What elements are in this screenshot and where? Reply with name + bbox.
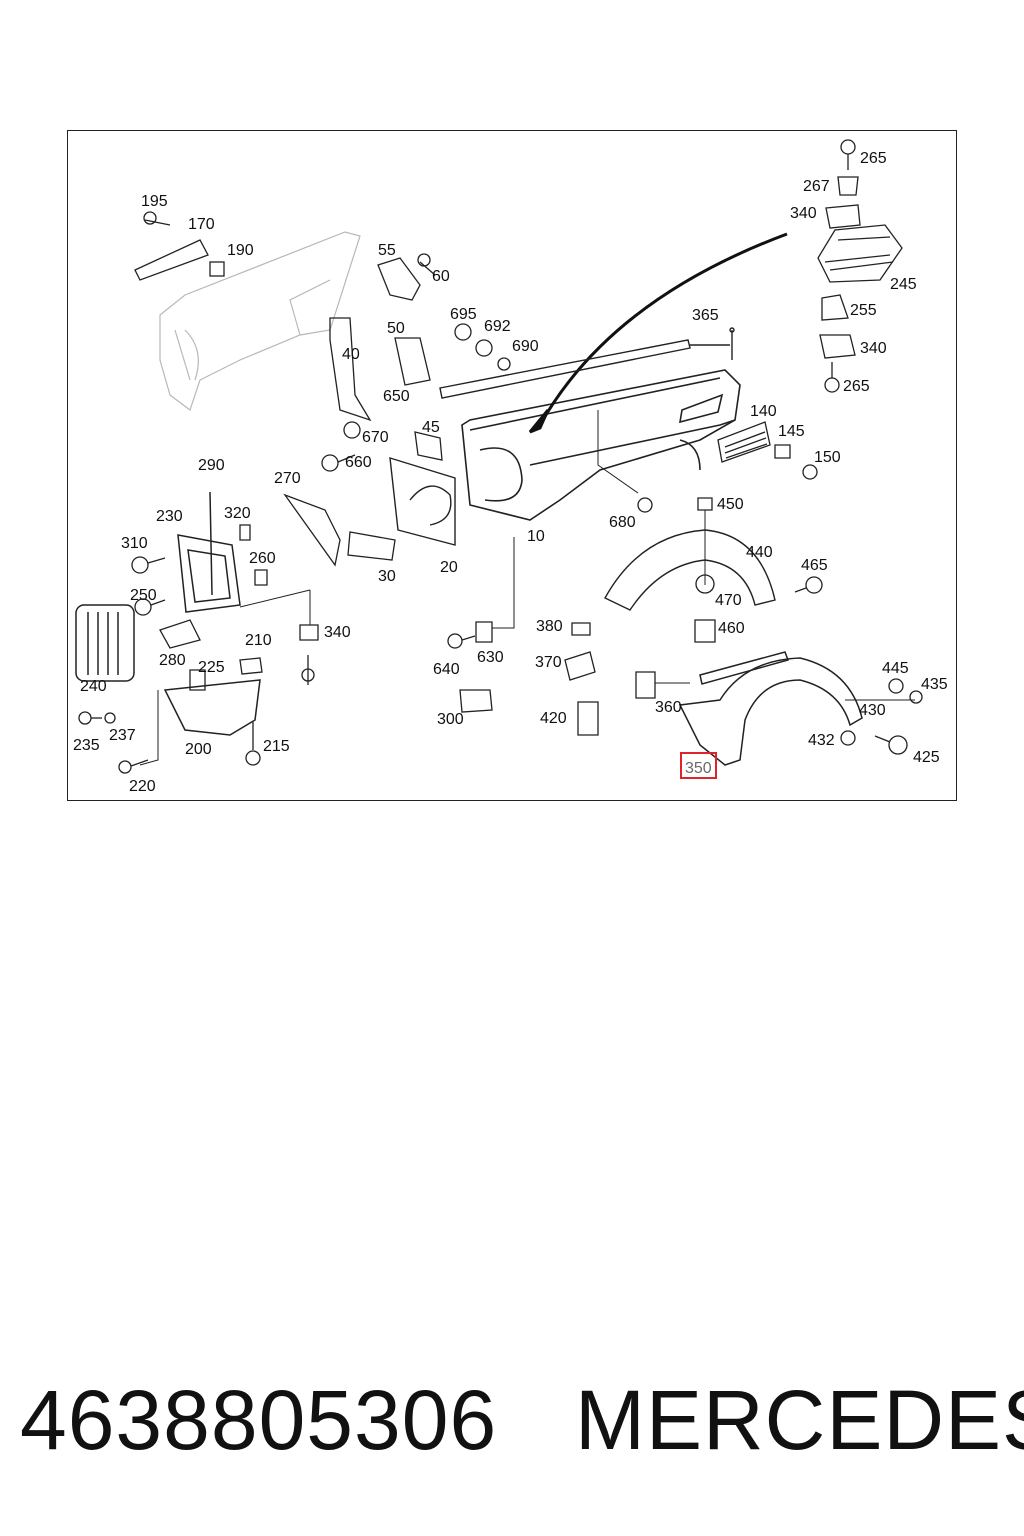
label-340-b: 340: [860, 340, 887, 357]
label-300: 300: [437, 711, 464, 728]
label-215: 215: [263, 738, 290, 755]
parts-diagram: 265 267 340 245 255 340 265 195 170 190 …: [73, 139, 948, 795]
label-255: 255: [850, 302, 877, 319]
diagram-frame: [67, 130, 957, 801]
label-265-b: 265: [843, 378, 870, 395]
label-260: 260: [249, 550, 276, 567]
label-440: 440: [746, 544, 773, 561]
label-430: 430: [859, 702, 886, 719]
label-630: 630: [477, 649, 504, 666]
label-237: 237: [109, 727, 136, 744]
label-170: 170: [188, 216, 215, 233]
label-420: 420: [540, 710, 567, 727]
label-200: 200: [185, 741, 212, 758]
label-40: 40: [342, 346, 360, 363]
label-240: 240: [80, 678, 107, 695]
strip-part-365: [439, 327, 735, 399]
label-340-a: 340: [790, 205, 817, 222]
label-670: 670: [362, 429, 389, 446]
label-265-a: 265: [860, 150, 887, 167]
label-470: 470: [715, 592, 742, 609]
label-660: 660: [345, 454, 372, 471]
label-450: 450: [717, 496, 744, 513]
label-250: 250: [130, 587, 157, 604]
label-692: 692: [484, 318, 511, 335]
vent-part-140: [717, 421, 771, 463]
part-labels: 265 267 340 245 255 340 265 195 170 190 …: [73, 150, 948, 795]
grille-part-245: [817, 224, 903, 283]
label-435: 435: [921, 676, 948, 693]
highlight-box: [680, 752, 717, 779]
label-60: 60: [432, 268, 450, 285]
panel-part-20: [389, 457, 456, 546]
label-370: 370: [535, 654, 562, 671]
liner-part-440: [604, 529, 776, 611]
label-50: 50: [387, 320, 405, 337]
label-365: 365: [692, 307, 719, 324]
label-210: 210: [245, 632, 272, 649]
label-640: 640: [433, 661, 460, 678]
label-680: 680: [609, 514, 636, 531]
label-290: 290: [198, 457, 225, 474]
label-360: 360: [655, 699, 682, 716]
ghost-body-outline: [159, 231, 361, 411]
small-parts: [78, 139, 923, 774]
label-320: 320: [224, 505, 251, 522]
label-460: 460: [718, 620, 745, 637]
label-235: 235: [73, 737, 100, 754]
label-432: 432: [808, 732, 835, 749]
label-310: 310: [121, 535, 148, 552]
label-195: 195: [141, 193, 168, 210]
label-140: 140: [750, 403, 777, 420]
label-55: 55: [378, 242, 396, 259]
part-number: 4638805306: [20, 1373, 498, 1467]
label-245: 245: [890, 276, 917, 293]
label-445: 445: [882, 660, 909, 677]
label-20: 20: [440, 559, 458, 576]
label-695: 695: [450, 306, 477, 323]
label-190: 190: [227, 242, 254, 259]
label-340-c: 340: [324, 624, 351, 641]
bumper-part-200: [163, 679, 261, 736]
label-230: 230: [156, 508, 183, 525]
arrow: [528, 232, 788, 434]
label-380: 380: [536, 618, 563, 635]
label-270: 270: [274, 470, 301, 487]
label-267: 267: [803, 178, 830, 195]
housing-part-230: [177, 491, 241, 613]
label-350: 350: [685, 760, 712, 777]
label-465: 465: [801, 557, 828, 574]
label-150: 150: [814, 449, 841, 466]
label-425: 425: [913, 749, 940, 766]
label-10: 10: [527, 528, 545, 545]
label-30: 30: [378, 568, 396, 585]
leader-lines: [139, 410, 915, 766]
label-280: 280: [159, 652, 186, 669]
label-650: 650: [383, 388, 410, 405]
fender-part-10: [461, 369, 741, 521]
label-225: 225: [198, 659, 225, 676]
brand-name: MERCEDES: [575, 1373, 1024, 1467]
label-220: 220: [129, 778, 156, 795]
label-690: 690: [512, 338, 539, 355]
label-45: 45: [422, 419, 440, 436]
grille-part-240: [75, 604, 135, 682]
flare-part-350: [678, 651, 863, 766]
label-145: 145: [778, 423, 805, 440]
